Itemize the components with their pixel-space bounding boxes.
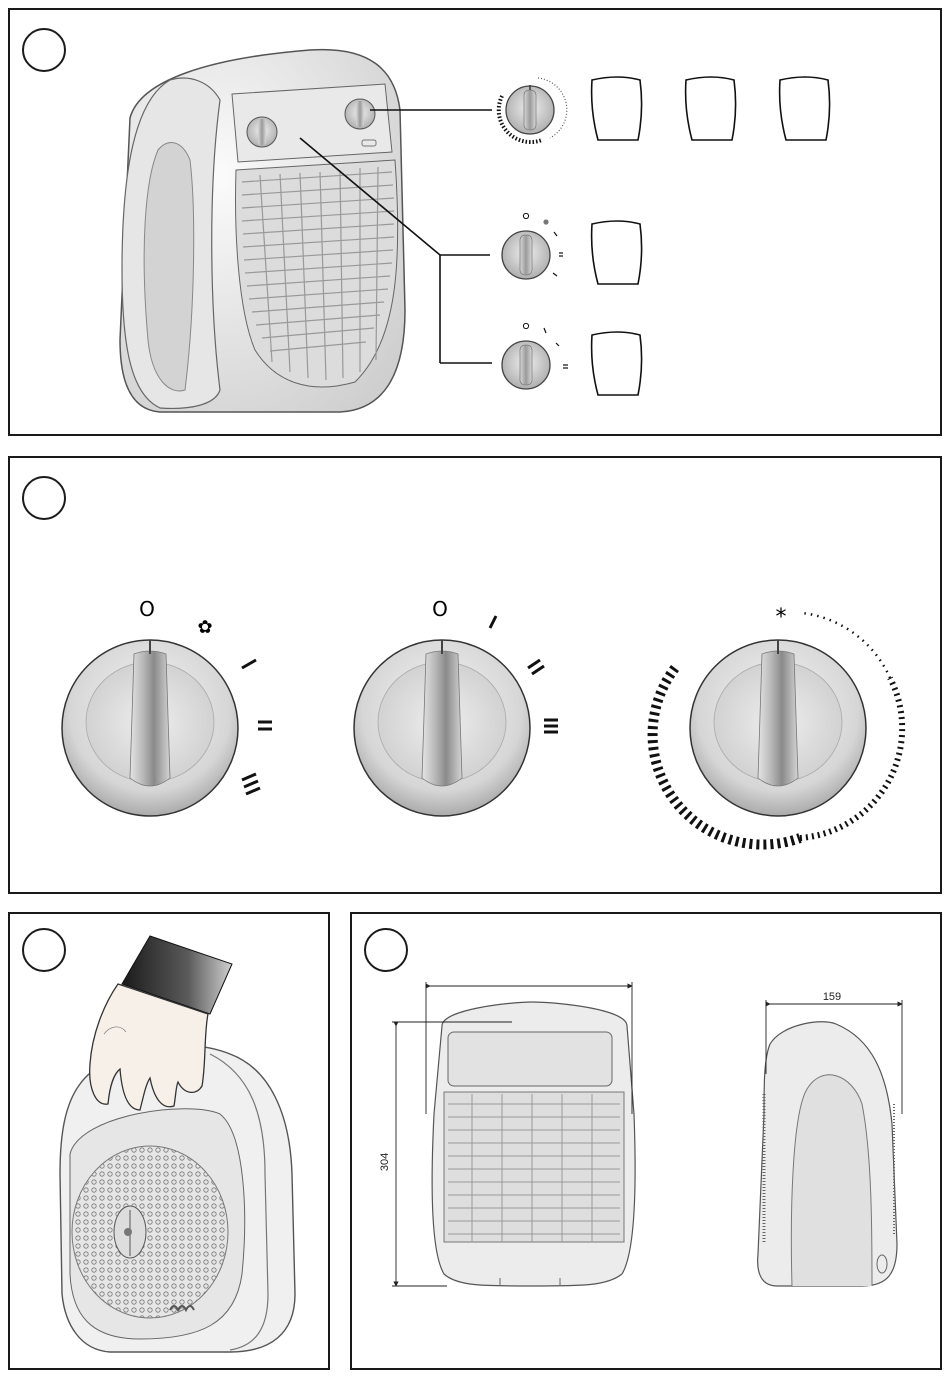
switch-knob-small bbox=[502, 323, 568, 389]
frost-protection-mark: * bbox=[776, 605, 787, 630]
figure-panel-1 bbox=[8, 8, 942, 436]
knob1-off-mark: O bbox=[139, 597, 155, 621]
power-switch-knob: O bbox=[354, 597, 558, 816]
figure-panel-3 bbox=[8, 912, 330, 1370]
knob2-off-mark: O bbox=[432, 597, 448, 621]
carrying-heater-illustration bbox=[10, 914, 328, 1368]
indicator-outlines bbox=[592, 77, 830, 395]
knob1-fan-icon: ✿ bbox=[197, 617, 212, 638]
fan-switch-knob: O ✿ bbox=[62, 597, 272, 816]
height-dimension-label: 304 bbox=[379, 1153, 391, 1171]
thermostat-knob: * bbox=[653, 605, 903, 845]
figure-panel-2: O ✿ O * bbox=[8, 456, 942, 894]
heater-body bbox=[120, 50, 405, 412]
switch-knob-small-fan bbox=[502, 213, 563, 279]
dimensions-illustration: 304 159 bbox=[352, 914, 940, 1368]
figure-panel-4: 304 159 bbox=[350, 912, 942, 1370]
heater-front-view bbox=[432, 1002, 635, 1286]
depth-dimension-label: 159 bbox=[823, 991, 841, 1003]
heater-overview-illustration bbox=[10, 10, 940, 434]
heater-side-view bbox=[758, 1022, 897, 1286]
knob-settings-illustration: O ✿ O * bbox=[10, 458, 940, 892]
thermostat-knob-small bbox=[499, 78, 567, 142]
